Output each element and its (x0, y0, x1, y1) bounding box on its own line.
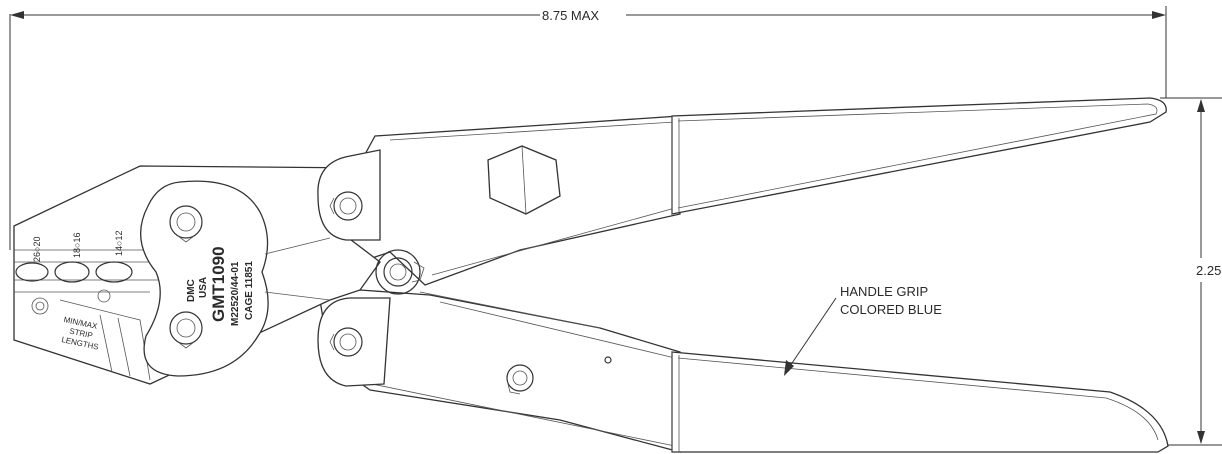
pivot-pin-lower (329, 327, 363, 357)
die-screw-top (169, 205, 203, 239)
pivot-pin-rear (506, 364, 534, 395)
length-dimension: 8.75 MAX (9, 6, 1167, 250)
wire-gauge-labels: 26○20 18○16 14○12 (32, 231, 124, 262)
height-dimension: 2.25 (1160, 97, 1222, 446)
small-hole (604, 356, 612, 364)
die-model: GMT1090 (209, 246, 228, 322)
pivot-pins (329, 191, 612, 395)
lower-link-plate (317, 297, 391, 387)
callout-line1: HANDLE GRIP (840, 284, 928, 299)
nest-2 (54, 261, 90, 283)
gauge-pair-2: 18○16 (72, 233, 82, 258)
nest-1 (15, 262, 49, 282)
adjustment-hex-nut (487, 145, 561, 215)
callout-line2: COLORED BLUE (840, 302, 942, 317)
upper-handle (319, 97, 1167, 286)
die-plate: DMC USA GMT1090 M22520/44-01 CAGE 11851 (140, 180, 269, 377)
die-country: USA (198, 277, 209, 298)
die-cage: CAGE 11851 (244, 261, 255, 320)
lower-handle (319, 289, 1169, 453)
height-dimension-label: 2.25 (1196, 263, 1221, 278)
gauge-pair-1: 26○20 (32, 237, 42, 262)
length-dimension-label: 8.75 MAX (542, 8, 599, 23)
upper-link-plate (317, 149, 381, 241)
linkage-lines (264, 237, 601, 329)
pivot-pin-center (375, 249, 425, 295)
pivot-pin-upper (329, 191, 363, 221)
die-mil-spec: M22520/44-01 (230, 261, 241, 326)
crimp-nests (15, 261, 133, 315)
die-screw-bottom (169, 311, 203, 345)
die-maker: DMC (186, 279, 197, 302)
grip-callout: HANDLE GRIP COLORED BLUE (784, 284, 942, 376)
gauge-pair-3: 14○12 (114, 231, 124, 256)
nest-3 (95, 261, 133, 283)
